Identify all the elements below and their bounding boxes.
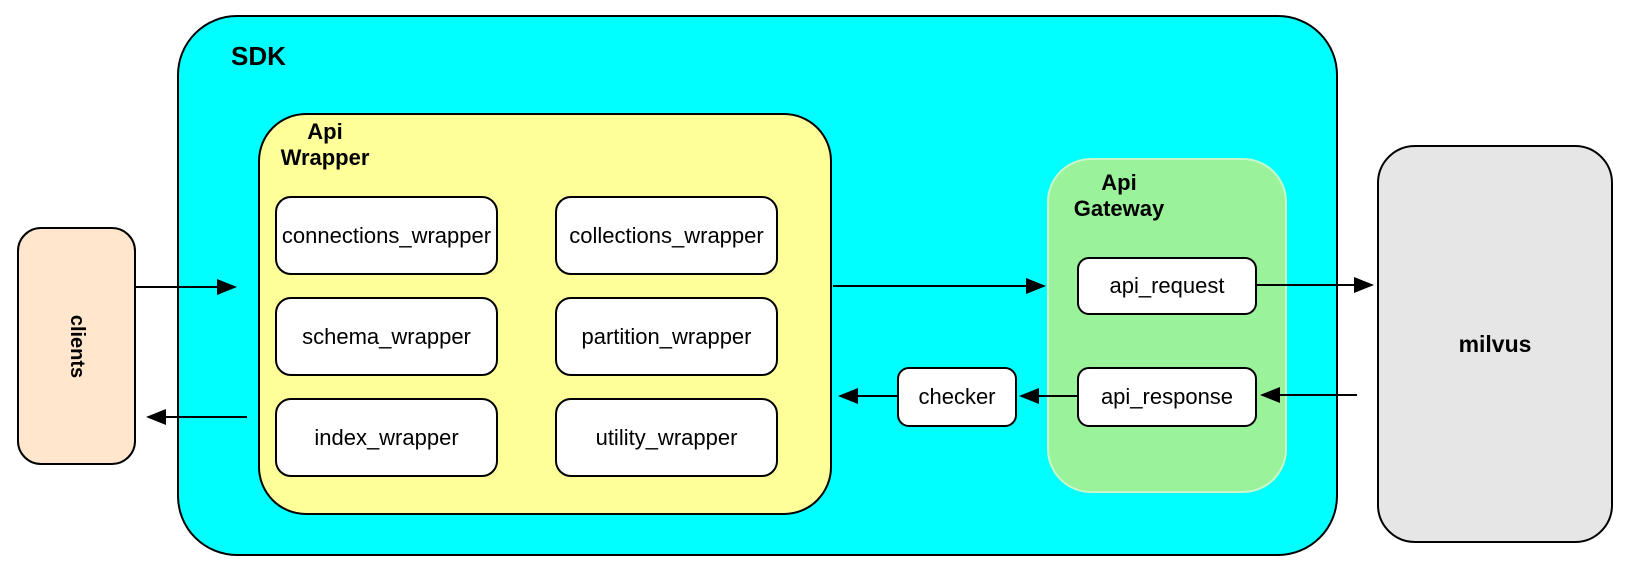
utility-wrapper-label: utility_wrapper xyxy=(595,424,738,450)
api-request-node: api_request xyxy=(1077,257,1257,315)
milvus-node: milvus xyxy=(1377,145,1613,543)
utility-wrapper-node: utility_wrapper xyxy=(555,398,778,477)
clients-label: clients xyxy=(65,314,88,378)
schema-wrapper-node: schema_wrapper xyxy=(275,297,498,376)
checker-label: checker xyxy=(918,384,996,409)
collections-wrapper-label: collections_wrapper xyxy=(569,222,764,248)
sdk-container: SDK Api Wrapper connections_wrapper coll… xyxy=(177,15,1338,556)
api-response-node: api_response xyxy=(1077,367,1257,427)
api-gateway-label: Api Gateway xyxy=(1065,170,1173,223)
api-wrapper-label-line2: Wrapper xyxy=(280,145,370,171)
checker-node: checker xyxy=(897,367,1017,427)
api-response-label: api_response xyxy=(1100,384,1234,409)
partition-wrapper-label: partition_wrapper xyxy=(581,323,752,349)
connections-wrapper-node: connections_wrapper xyxy=(275,196,498,275)
api-gateway-label-line1: Api xyxy=(1101,170,1137,195)
index-wrapper-label: index_wrapper xyxy=(314,424,459,450)
api-wrapper-label-line1: Api xyxy=(307,119,343,144)
index-wrapper-node: index_wrapper xyxy=(275,398,498,477)
collections-wrapper-node: collections_wrapper xyxy=(555,196,778,275)
connections-wrapper-label: connections_wrapper xyxy=(281,222,492,248)
partition-wrapper-node: partition_wrapper xyxy=(555,297,778,376)
api-gateway-group: Api Gateway api_request api_response xyxy=(1047,158,1287,493)
api-wrapper-label: Api Wrapper xyxy=(270,119,380,172)
api-request-label: api_request xyxy=(1109,273,1225,298)
schema-wrapper-label: schema_wrapper xyxy=(302,323,471,349)
api-gateway-label-line2: Gateway xyxy=(1073,196,1165,222)
api-wrapper-group: Api Wrapper connections_wrapper collecti… xyxy=(258,113,832,515)
sdk-label: SDK xyxy=(231,41,286,71)
milvus-label: milvus xyxy=(1458,330,1532,357)
clients-node: clients xyxy=(17,227,136,465)
